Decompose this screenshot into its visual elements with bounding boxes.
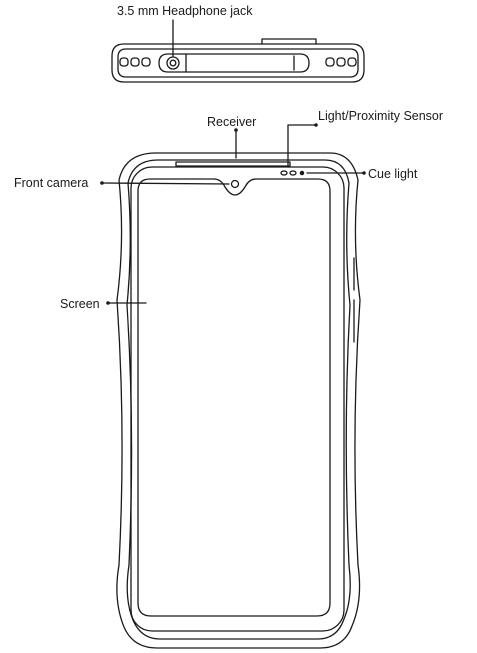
light-proximity-sensor-icon xyxy=(280,170,288,176)
phone-body xyxy=(130,166,345,632)
headphone-jack-icon xyxy=(166,56,180,70)
front-camera-icon xyxy=(230,179,240,189)
receiver-label: Receiver xyxy=(207,115,257,129)
phone-top-view xyxy=(111,19,365,83)
screen-outline xyxy=(137,178,331,617)
leader-arrowheads xyxy=(100,123,366,305)
cue-light-label: Cue light xyxy=(368,167,418,181)
light-proximity-sensor-leader xyxy=(287,124,317,168)
light-proximity-sensor-label: Light/Proximity Sensor xyxy=(318,109,444,123)
front-camera-leader xyxy=(101,182,230,185)
front-camera-label: Front camera xyxy=(14,176,89,190)
phone-front-view xyxy=(101,124,365,649)
headphone-jack-label: 3.5 mm Headphone jack xyxy=(117,4,253,18)
cue-light-icon xyxy=(299,170,305,176)
screen-label: Screen xyxy=(60,297,100,311)
